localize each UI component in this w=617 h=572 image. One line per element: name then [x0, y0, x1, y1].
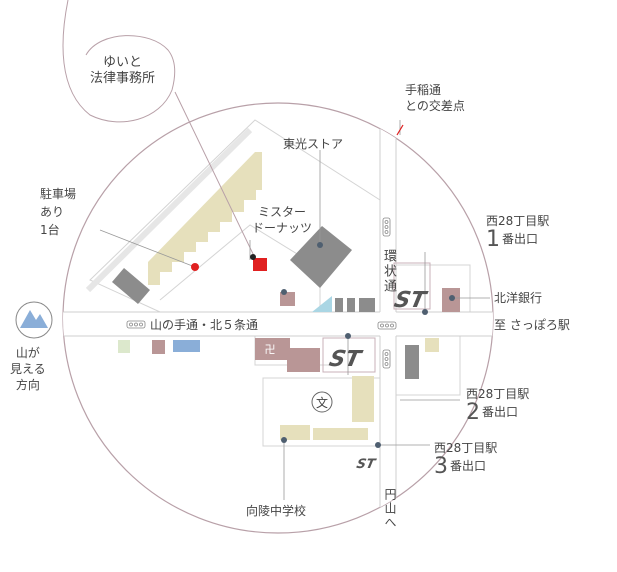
station-box-north — [393, 262, 431, 310]
building-bar-2 — [347, 298, 355, 312]
water-tri — [312, 296, 332, 312]
office-label: ゆいと 法律事務所 — [90, 55, 156, 86]
hokuyo-point — [449, 295, 455, 301]
office-point — [250, 254, 256, 260]
donut-point — [281, 289, 287, 295]
park-block — [118, 340, 130, 353]
tein-direction-tick — [396, 124, 404, 136]
diagonal-street — [85, 127, 253, 293]
subway-station-icon: ST — [327, 346, 365, 372]
building-donut — [280, 292, 295, 306]
exit3-number: 3 — [434, 454, 448, 479]
exit2-point — [345, 333, 351, 339]
water-block — [173, 340, 200, 352]
loop-road-line — [380, 110, 396, 530]
subway-station-icon: ST — [355, 457, 377, 472]
office-callout-line — [174, 91, 256, 259]
building-bar-1 — [335, 298, 343, 312]
temple-block — [255, 338, 320, 372]
mister-donut-label: ミスター ドーナッツ — [252, 205, 313, 235]
exit3-point — [375, 442, 381, 448]
exit1-suffix: 番出口 — [502, 232, 539, 246]
school-building-ne — [425, 338, 439, 352]
diagonal-building — [148, 152, 262, 285]
exit1-number: 1 — [486, 227, 500, 252]
school-point — [281, 437, 287, 443]
school-map-symbol — [311, 391, 333, 413]
office-marker — [253, 258, 267, 271]
traffic-light-icon — [126, 320, 146, 329]
small-commercial — [152, 340, 165, 354]
building-bar-3 — [359, 298, 375, 312]
building-west — [112, 268, 150, 304]
building-toko — [290, 226, 352, 288]
exit3-prefix: 西28丁目駅 — [434, 441, 498, 455]
exit1-prefix: 西28丁目駅 — [486, 214, 550, 228]
to-maruyama-label: 円山へ — [383, 488, 397, 530]
mountain-direction-label: 山が 見える 方向 — [10, 346, 46, 392]
school-building-1 — [352, 376, 374, 422]
hokuyo-bank-label: 北洋銀行 — [494, 291, 543, 305]
exit1-point — [422, 309, 428, 315]
main-road-label: 山の手通・北５条通 — [150, 318, 259, 332]
traffic-light-icon — [377, 321, 397, 330]
traffic-light-icon — [382, 217, 391, 237]
exit2-suffix: 番出口 — [482, 405, 519, 419]
school-symbol-text: 文 — [316, 395, 328, 410]
school-building-3 — [313, 428, 368, 440]
mountain-icon — [15, 301, 53, 339]
temple-map-symbol: 卍 — [265, 343, 276, 356]
toko-point — [317, 242, 323, 248]
office-callout-curve — [62, 0, 176, 123]
loop-road-label: 環状通 — [381, 249, 396, 294]
building-south-east — [405, 345, 419, 379]
traffic-light-icon — [382, 349, 391, 369]
to-sapporo-label: 至 さっぽろ駅 — [494, 318, 570, 332]
tein-dori-label: 手稲通 との交差点 — [405, 83, 465, 113]
school-building-2 — [280, 425, 310, 440]
exit3-suffix: 番出口 — [450, 459, 487, 473]
parking-label: 駐車場 あり 1台 — [40, 187, 77, 237]
exit2-number: 2 — [466, 400, 480, 425]
school-label: 向陵中学校 — [246, 504, 307, 518]
exit2-prefix: 西28丁目駅 — [466, 387, 530, 401]
parking-marker — [191, 263, 199, 271]
toko-store-label: 東光ストア — [283, 137, 344, 151]
pointer-lines — [99, 120, 490, 500]
